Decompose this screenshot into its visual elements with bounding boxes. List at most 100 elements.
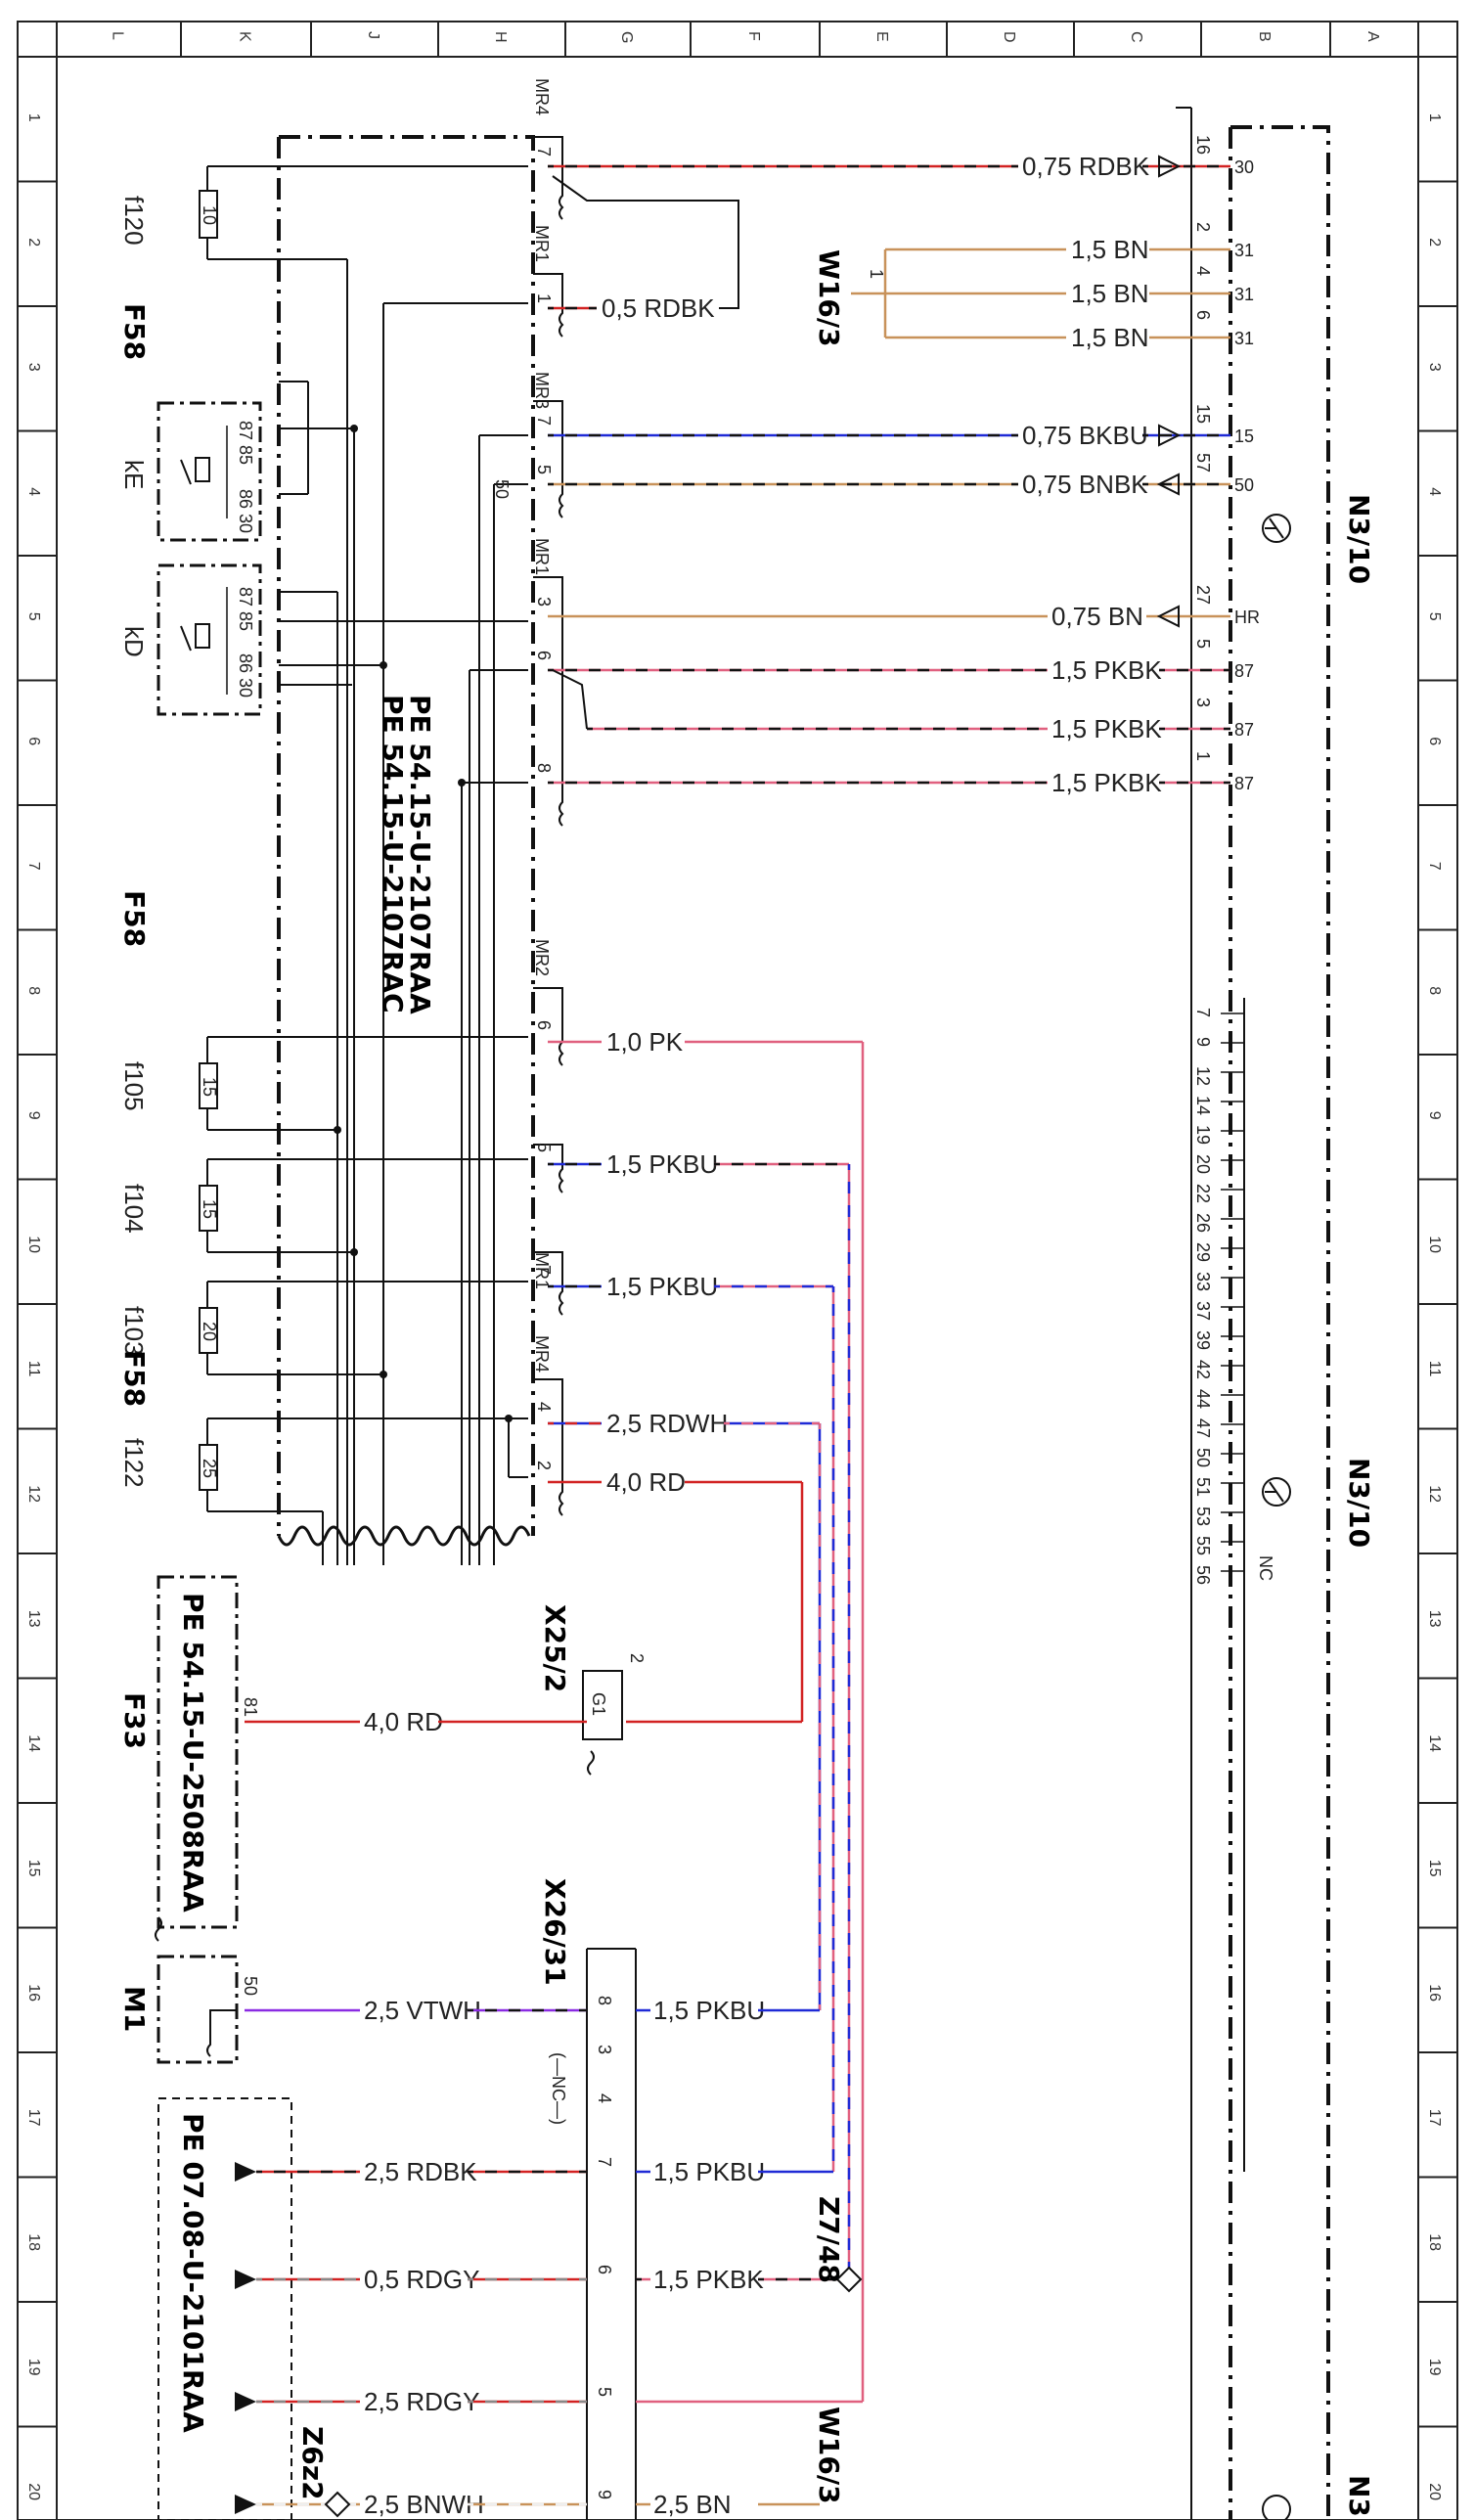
fuse-f120-rating: 10 [200,205,219,225]
wire-mid-pin-3: 4 [534,1402,554,1412]
wire-top-term-4: HR [1234,608,1260,627]
wire-top-label-3: 0,75 BNBK [1022,470,1148,499]
f33-module: PE 54.15-U-2508RAA F33 81 [118,1575,260,1942]
wire-mid-pin-2: 7 [534,1265,554,1275]
row-label-right-20: 20 [1426,2483,1443,2500]
wire-top-pinr-4: 27 [1193,585,1213,605]
wire-top-label-0: 0,75 RDBK [1022,152,1150,181]
x26-left-label-2: 2,5 RDGY [364,2387,480,2416]
row-label-right-16: 16 [1426,1984,1443,2002]
row-label-right-5: 5 [1426,612,1443,621]
row-label-left-20: 20 [25,2483,42,2500]
x26-pin-5: 5 [595,2387,614,2397]
arrow-0 [1158,155,1182,178]
row-label-left-10: 10 [25,1236,42,1253]
conn-mr1-c: MR1 [532,1252,552,1289]
f58-label-b: F58 [118,890,151,947]
wire-top-pinl-5: 6 [534,651,554,660]
row-label-left-8: 8 [25,986,42,995]
fuse-f120-name: f120 [119,196,149,246]
relay-kd-label: kD [119,626,149,657]
f58-label-c: F58 [118,1350,151,1407]
bus-pin-12: 12 [1193,1066,1213,1086]
wire-top-term-2: 15 [1234,427,1254,446]
arrow-in-1 [1156,605,1180,628]
m1-module: M1 50 [118,1955,260,2064]
pe-2101-module: PE 07.08-U-2101RAA [157,2097,292,2520]
row-label-right-11: 11 [1426,1361,1443,1377]
w163-label-top: W16/3 [813,249,845,347]
bus-pin-55: 55 [1193,1536,1213,1555]
x26-left-label-0: 2,5 RDBK [364,2157,477,2186]
conn-mr4-a: MR4 [532,78,552,115]
wire-top-pinl-0: 7 [534,147,554,157]
row-label-left-16: 16 [25,1984,42,2002]
wire-top-label-5: 1,5 PKBK [1051,655,1162,685]
x26-pin-4: 4 [595,2093,614,2103]
row-label-left-11: 11 [25,1361,42,1377]
n310-label-mid: N3/10 [1343,1458,1375,1548]
arrow-left-2 [235,2392,256,2411]
relay-ke-pins-bot: 86 30 [236,489,255,533]
row-label-right-3: 3 [1426,363,1443,372]
fuse-f104: 15 f104 [119,1184,219,1234]
fuse-f122: 25 f122 [119,1438,219,1491]
wire-top-pinl-7: 8 [534,763,554,773]
row-label-left-19: 19 [25,2359,42,2376]
row-label-right-18: 18 [1426,2233,1443,2251]
col-label-J: J [365,31,381,39]
wire-mid-label-4: 4,0 RD [606,1467,686,1497]
wire-mr1-return [552,175,739,309]
bus-pin-14: 14 [1193,1096,1213,1115]
bus-pin-7: 7 [1193,1008,1213,1017]
wire-top-label-2: 0,75 BKBU [1022,421,1148,450]
row-label-left-15: 15 [25,1860,42,1877]
ground-symbol-3 [1262,2495,1291,2520]
ref-pe-2107rac: PE 54.15-U-2107RAC [377,695,409,1013]
wire-mr1-short-label: 0,5 RDBK [602,293,715,323]
wire-top-label-4: 0,75 BN [1051,602,1143,631]
row-label-right-2: 2 [1426,238,1443,247]
fuse-f122-name: f122 [119,1438,149,1488]
wire-mid-pin-1: 5 [534,1143,554,1152]
bus-pin-33: 33 [1193,1272,1213,1291]
nc-bus-label: NC [1256,1555,1275,1581]
col-label-G: G [618,31,635,43]
fuse-f120: 10 f120 [119,190,219,246]
x252-connector: G1 2 X25/2 [539,1604,647,1776]
relay-ke: 87 85 86 30 kE [119,401,262,542]
ref-pe-2101raa: PE 07.08-U-2101RAA [177,2113,209,2433]
x252-label: X25/2 [539,1604,571,1692]
wire-mid-label-0: 1,0 PK [606,1027,684,1057]
x26-left-label-3: 2,5 BNWH [364,2490,484,2519]
n310-label-bot: N3 [1343,2475,1375,2517]
w163-term-0: 31 [1234,241,1254,260]
conn-mr3: MR3 [532,372,552,409]
x26-pin-8: 8 [595,1996,614,2005]
row-label-left-12: 12 [25,1485,42,1503]
row-label-right-10: 10 [1426,1236,1443,1253]
x2631-label: X26/31 [539,1878,571,1986]
wire-top-pinr-2: 15 [1193,404,1213,424]
col-label-D: D [1001,31,1017,43]
row-label-right-4: 4 [1426,487,1443,496]
f58-label-a: F58 [118,303,151,360]
bus-pin-53: 53 [1193,1507,1213,1526]
n310-module: N3/10 N3/10 N3 [1176,107,1375,2520]
ref-pe-2508raa: PE 54.15-U-2508RAA [177,1593,209,1912]
wire-top-pinl-4: 3 [534,597,554,607]
row-label-left-6: 6 [25,737,42,745]
row-label-right-8: 8 [1426,986,1443,995]
wire-mid-pin-0: 6 [534,1020,554,1030]
conn-mr1-b: MR1 [532,538,552,575]
connector-bodies [533,136,564,1516]
col-label-B: B [1256,31,1273,42]
